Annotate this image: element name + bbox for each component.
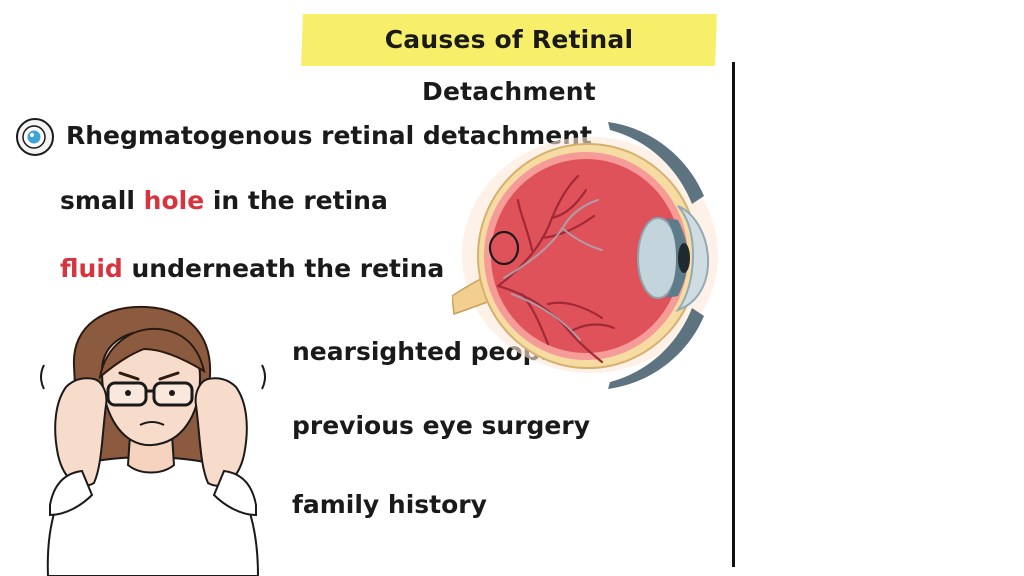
point-text: small <box>60 186 144 215</box>
point-text: underneath the retina <box>122 254 445 283</box>
woman-adjusting-glasses-illustration <box>40 305 266 576</box>
point-text: in the retina <box>204 186 388 215</box>
vertical-divider <box>732 62 735 567</box>
point-fluid: fluid underneath the retina <box>60 254 444 283</box>
page-title: Causes of Retinal Detachment <box>384 25 634 106</box>
heading-rhegmatogenous: Rhegmatogenous retinal detachment <box>66 121 592 150</box>
risk-family-history: family history <box>292 490 487 519</box>
keyword-fluid: fluid <box>60 254 123 283</box>
eye-bullet-icon <box>16 118 54 156</box>
risk-previous-surgery: previous eye surgery <box>292 411 590 440</box>
point-small-hole: small hole in the retina <box>60 186 388 215</box>
eyeball-cross-section-illustration <box>452 122 718 389</box>
keyword-hole: hole <box>143 186 205 215</box>
